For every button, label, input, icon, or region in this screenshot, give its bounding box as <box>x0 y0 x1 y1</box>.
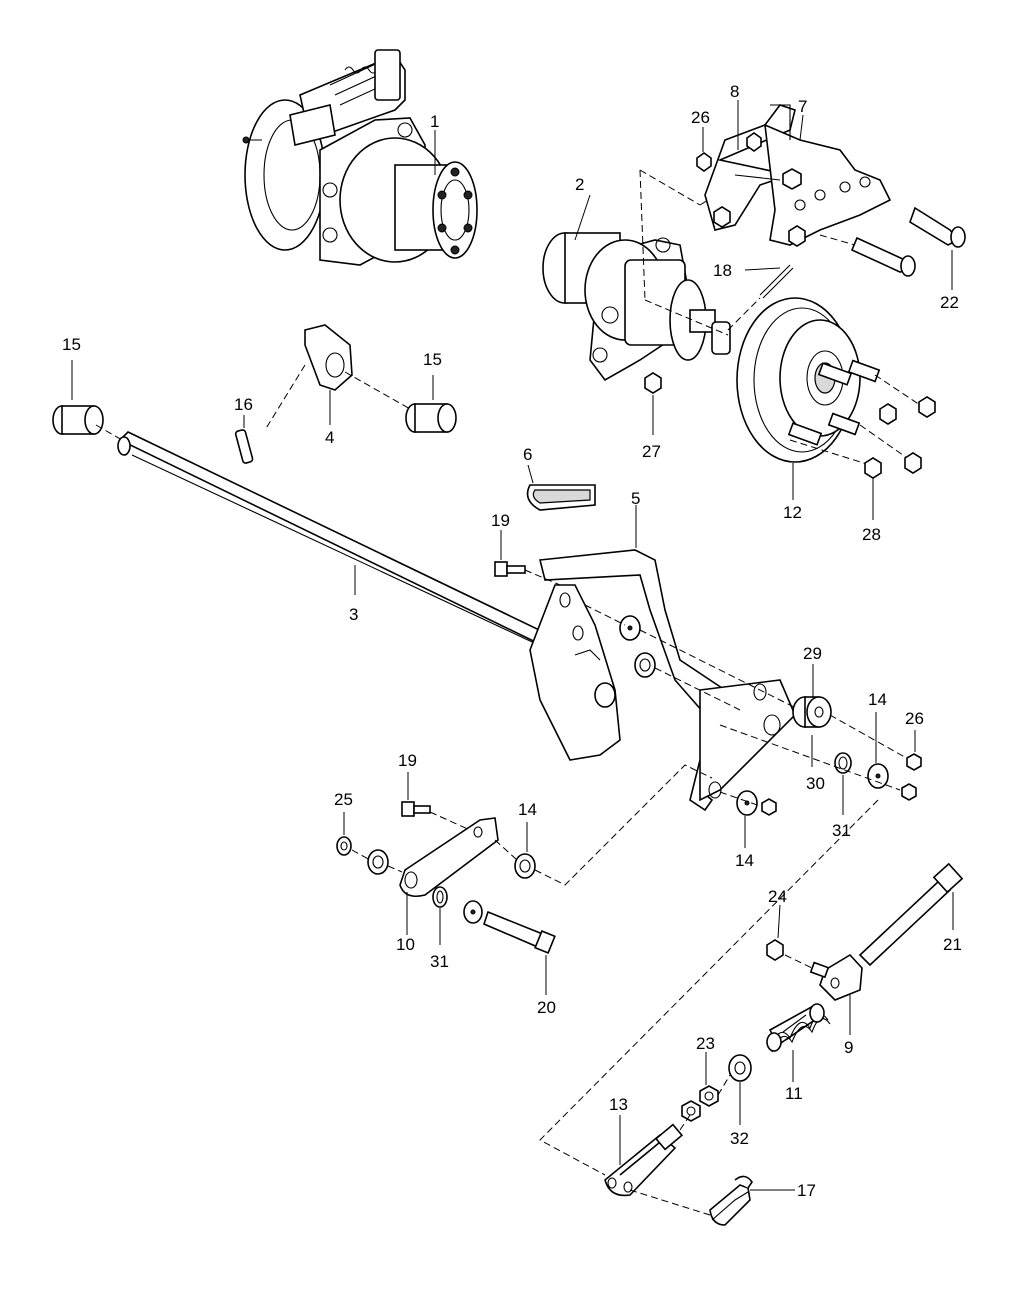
callout-24: 24 <box>768 887 787 906</box>
compression-spring <box>766 1003 831 1082</box>
jam-nuts <box>681 1052 731 1122</box>
hydraulic-motor <box>542 169 741 435</box>
wheel-motor-brake-assembly <box>242 49 478 266</box>
washer-32 <box>728 1054 752 1125</box>
snap-ring-lower <box>432 886 448 945</box>
brake-caliper-brackets <box>696 100 966 290</box>
brake-pedal <box>539 505 796 812</box>
callout-29: 29 <box>803 644 822 663</box>
washer-pedal <box>719 790 777 848</box>
bolt-lower <box>401 772 471 831</box>
callout-26-top: 26 <box>691 108 710 127</box>
nut-24 <box>766 904 813 969</box>
callout-5: 5 <box>631 489 640 508</box>
callout-27: 27 <box>642 442 661 461</box>
clevis-yoke <box>604 1114 691 1197</box>
callout-2: 2 <box>575 175 584 194</box>
bushing-right <box>405 375 457 433</box>
callout-14-right: 14 <box>868 690 887 709</box>
callout-31-right: 31 <box>832 821 851 840</box>
callout-labels: 1 2 3 4 5 6 7 8 9 10 11 12 13 14 14 14 1… <box>62 82 962 1200</box>
callout-15-left: 15 <box>62 335 81 354</box>
callout-22: 22 <box>940 293 959 312</box>
callout-20: 20 <box>537 998 556 1017</box>
cross-shaft <box>117 431 562 656</box>
washer-right <box>719 712 911 791</box>
nut-right-lower <box>901 783 917 801</box>
callout-9: 9 <box>844 1038 853 1057</box>
callout-18: 18 <box>713 261 732 280</box>
washer-plate <box>584 604 801 711</box>
brake-pad <box>526 464 596 511</box>
long-bolt-right <box>858 862 964 967</box>
bolt-upper <box>494 530 561 586</box>
roll-pin <box>234 415 254 464</box>
lever-link <box>399 817 499 935</box>
nut-plate <box>634 652 741 711</box>
callout-14-pedal: 14 <box>735 851 754 870</box>
callout-17: 17 <box>797 1181 816 1200</box>
snap-ring-right <box>834 752 852 815</box>
callout-28: 28 <box>862 525 881 544</box>
nut-lower-left <box>336 812 371 861</box>
linkage-plate <box>529 584 621 761</box>
lever-arm <box>264 324 413 431</box>
callout-16: 16 <box>234 395 253 414</box>
spacer-bushing <box>792 664 832 767</box>
callout-31-lower: 31 <box>430 952 449 971</box>
callout-21: 21 <box>943 935 962 954</box>
linkage-routing-line <box>539 799 879 1176</box>
brake-disc-hub <box>736 297 936 520</box>
callout-19-lower: 19 <box>398 751 417 770</box>
callout-8: 8 <box>730 82 739 101</box>
callout-4: 4 <box>325 428 334 447</box>
washer-lower-middle <box>494 764 713 886</box>
callout-13: 13 <box>609 1095 628 1114</box>
callout-11: 11 <box>785 1084 803 1103</box>
clevis-pin-clip <box>629 1175 795 1226</box>
callout-15-right: 15 <box>423 350 442 369</box>
callout-12: 12 <box>783 503 802 522</box>
bushing-left <box>52 360 123 441</box>
clevis-block <box>809 953 863 1035</box>
callout-30: 30 <box>806 774 825 793</box>
callout-25: 25 <box>334 790 353 809</box>
callout-10: 10 <box>396 935 415 954</box>
callout-23: 23 <box>696 1034 715 1053</box>
callout-32: 32 <box>730 1129 749 1148</box>
callout-7: 7 <box>798 97 807 116</box>
callout-26-right: 26 <box>905 709 924 728</box>
cotter-pin <box>727 264 794 331</box>
washer-lower-left <box>367 849 403 875</box>
long-bolt-lower <box>483 910 556 995</box>
callout-14-lower: 14 <box>518 800 537 819</box>
callout-3: 3 <box>349 605 358 624</box>
washer-bolt <box>463 900 483 924</box>
callout-1: 1 <box>430 112 439 131</box>
callout-19-upper: 19 <box>491 511 510 530</box>
nut-right-upper <box>906 730 922 771</box>
callout-6: 6 <box>523 445 532 464</box>
